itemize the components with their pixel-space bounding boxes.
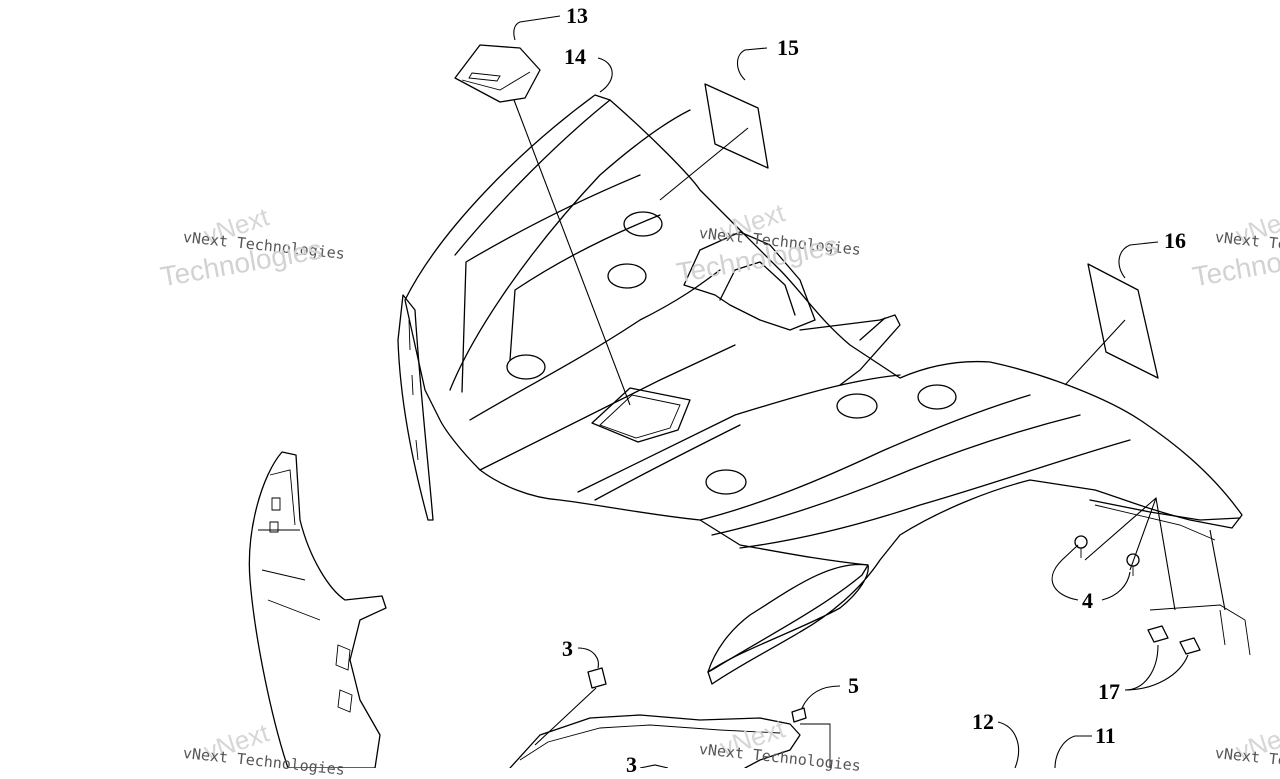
- callout-14: 14: [564, 44, 586, 69]
- callout-3: 3: [562, 636, 573, 661]
- callout-12: 12: [972, 709, 994, 734]
- badge-part: [454, 44, 541, 103]
- callout-17: 17: [1098, 679, 1120, 704]
- callout-15: 15: [777, 35, 799, 60]
- callout-3-lower: 3: [626, 752, 637, 777]
- fastener-3: [587, 667, 607, 689]
- callout-11: 11: [1095, 723, 1116, 748]
- lower-brace-part: [509, 714, 831, 769]
- callout-13: 13: [566, 3, 588, 28]
- front-fender-part: [397, 94, 1243, 685]
- clips-17: [1147, 604, 1251, 656]
- leader-lines: [513, 15, 1226, 769]
- decal-15: [704, 83, 769, 169]
- decal-16: [1087, 263, 1159, 379]
- callout-5: 5: [848, 673, 859, 698]
- screws-4: [1074, 535, 1140, 576]
- fastener-5: [791, 707, 807, 723]
- callout-16: 16: [1164, 228, 1186, 253]
- callout-4: 4: [1082, 588, 1093, 613]
- left-side-panel: [248, 451, 387, 769]
